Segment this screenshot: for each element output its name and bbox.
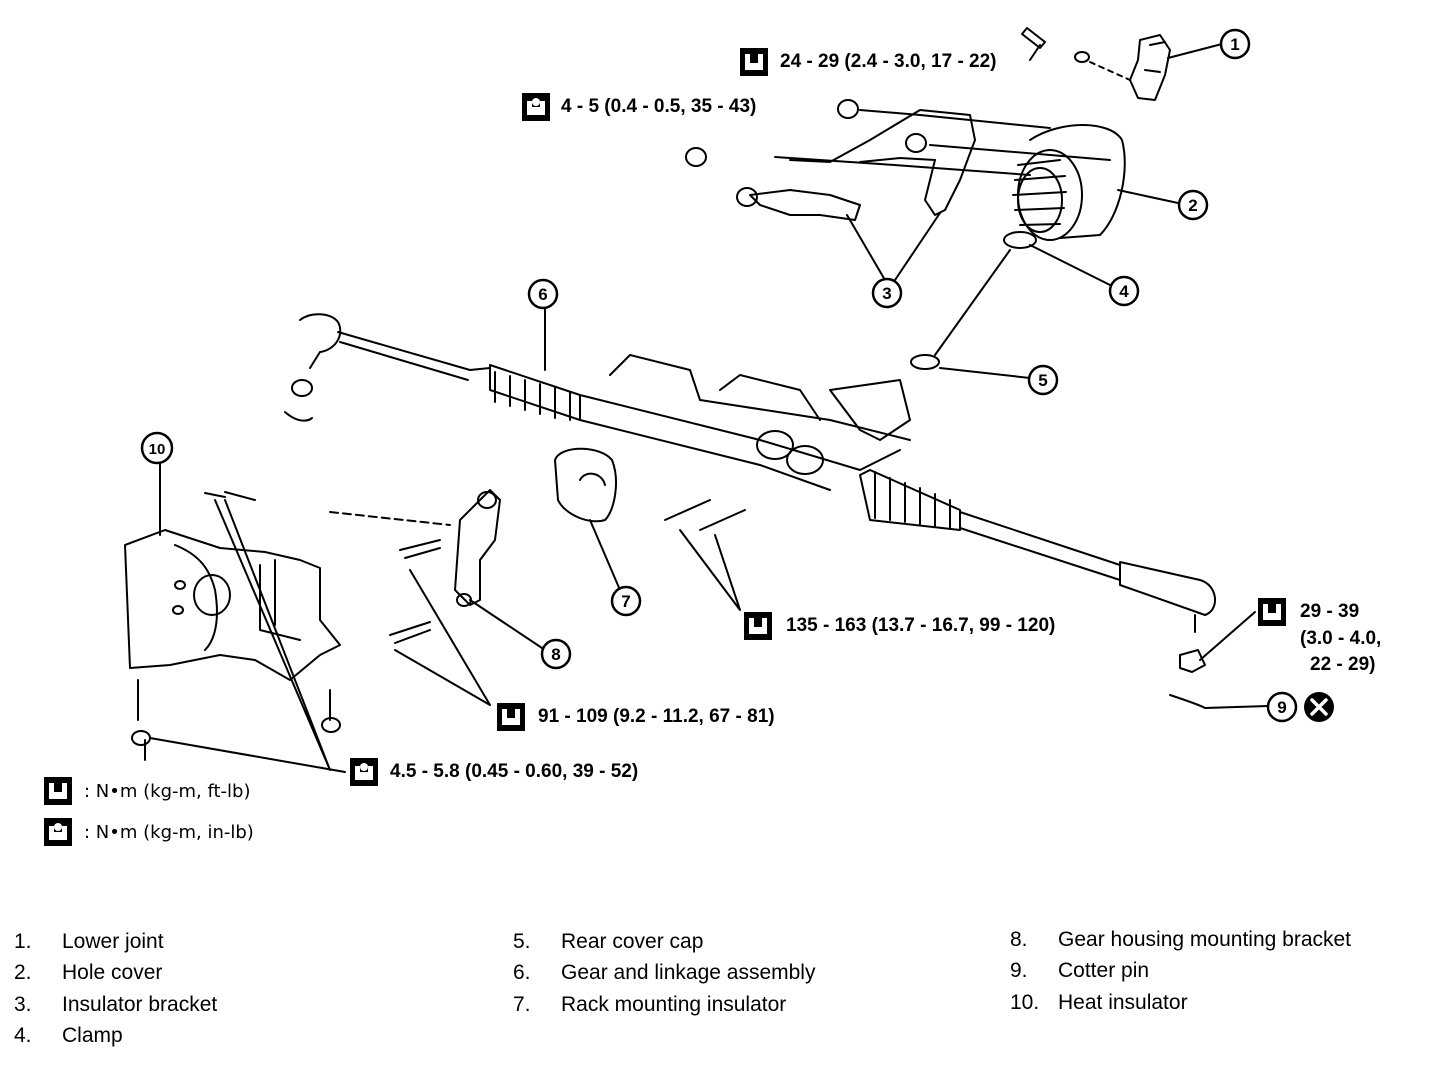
marker-4 [1108,275,1140,307]
torque-icon [44,777,72,805]
part-number: 2. [14,961,32,985]
list-item: 8. Gear housing mounting bracket [1010,924,1351,956]
part-name: Gear and linkage assembly [561,961,816,985]
part-number: 10. [1010,990,1040,1014]
list-item: 1. Lower joint [14,926,217,958]
list-item: 10. Heat insulator [1010,987,1351,1019]
part-name: Lower joint [62,929,164,953]
marker-6 [527,278,559,310]
part-number: 6. [513,961,531,985]
marker-8 [540,638,572,670]
marker-labels: 1 2 3 4 5 6 7 8 9 10 [149,35,1287,717]
legend-in-lb: : N•m (kg-m, in-lb) [44,818,254,846]
marker-number-8: 8 [551,645,560,664]
part-name: Gear housing mounting bracket [1058,927,1352,951]
torque-icon [740,48,768,76]
insulator-bracket-drawing [685,99,1111,281]
torque-callout-bracket-bolts: 91 - 109 (9.2 - 11.2, 67 - 81) [538,706,775,727]
torque-callout-tie-rod-l3: 22 - 29) [1310,654,1376,675]
castle-nut-cotter-drawing [1169,611,1269,709]
steering-gear-exploded-diagram: 1 2 3 4 5 6 7 8 9 10 [124,27,1334,786]
torque-callout-bracket-nuts: 4 - 5 (0.4 - 0.5, 35 - 43) [561,96,757,117]
marker-9 [1266,691,1298,723]
list-item: 5. Rear cover cap [513,926,815,958]
part-name: Heat insulator [1058,990,1188,1014]
part-number: 4. [14,1024,32,1048]
heat-insulator-drawing [124,459,346,773]
marker-10 [140,431,174,465]
parts-list-col-3: 8. Gear housing mounting bracket 9. Cotter… [1010,924,1351,1019]
lower-joint-drawing [1021,27,1223,101]
legend-ft-lb: : N•m (kg-m, ft-lb) [44,777,251,805]
marker-number-7: 7 [621,592,630,611]
part-number: 8. [1010,927,1028,951]
torque-icon [1258,598,1286,626]
marker-number-2: 2 [1188,196,1197,215]
part-number: 3. [14,992,32,1016]
part-number: 5. [513,929,531,953]
legend-ft-lb-label: : N•m (kg-m, ft-lb) [84,780,251,802]
list-item: 6. Gear and linkage assembly [513,958,815,990]
marker-number-3: 3 [882,284,891,303]
marker-2 [1177,189,1209,221]
part-number-markers [140,28,1298,723]
part-number: 7. [513,992,531,1016]
part-name: Rack mounting insulator [561,992,787,1016]
marker-number-5: 5 [1038,371,1047,390]
marker-number-9: 9 [1277,698,1286,717]
clamp-drawing [910,231,1111,379]
part-name: Hole cover [62,961,163,985]
list-item: 9. Cotter pin [1010,956,1351,988]
marker-1 [1219,28,1251,60]
part-name: Rear cover cap [561,929,704,953]
torque-inlb-icon [522,93,550,121]
part-name: Cotter pin [1058,959,1150,983]
marker-number-10: 10 [149,441,166,458]
marker-number-1: 1 [1230,35,1239,54]
torque-callout-lower-joint: 24 - 29 (2.4 - 3.0, 17 - 22) [780,51,997,72]
mounting-bracket-drawing [329,489,746,706]
list-item: 3. Insulator bracket [14,989,217,1021]
part-name: Insulator bracket [62,992,218,1016]
torque-callout-tie-rod-l2: (3.0 - 4.0, [1300,628,1382,649]
part-number: 1. [14,929,32,953]
list-item: 2. Hole cover [14,958,217,990]
list-item: 4. Clamp [14,1021,217,1053]
rack-insulator-drawing [554,447,621,591]
parts-list-col-1: 1. Lower joint 2. Hole cover 3. Insulator b… [14,926,217,1052]
do-not-reuse-icon [1304,692,1334,722]
torque-callout-gear-bolts: 135 - 163 (13.7 - 16.7, 99 - 120) [786,615,1056,636]
torque-inlb-icon [44,818,72,846]
parts-list-col-2: 5. Rear cover cap 6. Gear and linkage asse… [513,926,815,1021]
hole-cover-drawing [1012,124,1179,241]
torque-callout-tie-rod-l1: 29 - 39 [1300,601,1360,622]
marker-7 [610,585,642,617]
torque-icon [744,612,772,640]
legend-in-lb-label: : N•m (kg-m, in-lb) [84,821,254,843]
marker-number-4: 4 [1119,282,1129,301]
part-name: Clamp [62,1024,123,1048]
marker-5 [1027,364,1059,396]
part-number: 9. [1010,959,1028,983]
marker-3 [871,277,903,309]
torque-icon [497,703,525,731]
gear-linkage-drawing [284,299,1216,633]
list-item: 7. Rack mounting insulator [513,989,815,1021]
torque-inlb-icon [350,758,378,786]
marker-number-6: 6 [538,285,547,304]
torque-callout-heat-insulator: 4.5 - 5.8 (0.45 - 0.60, 39 - 52) [390,761,639,782]
